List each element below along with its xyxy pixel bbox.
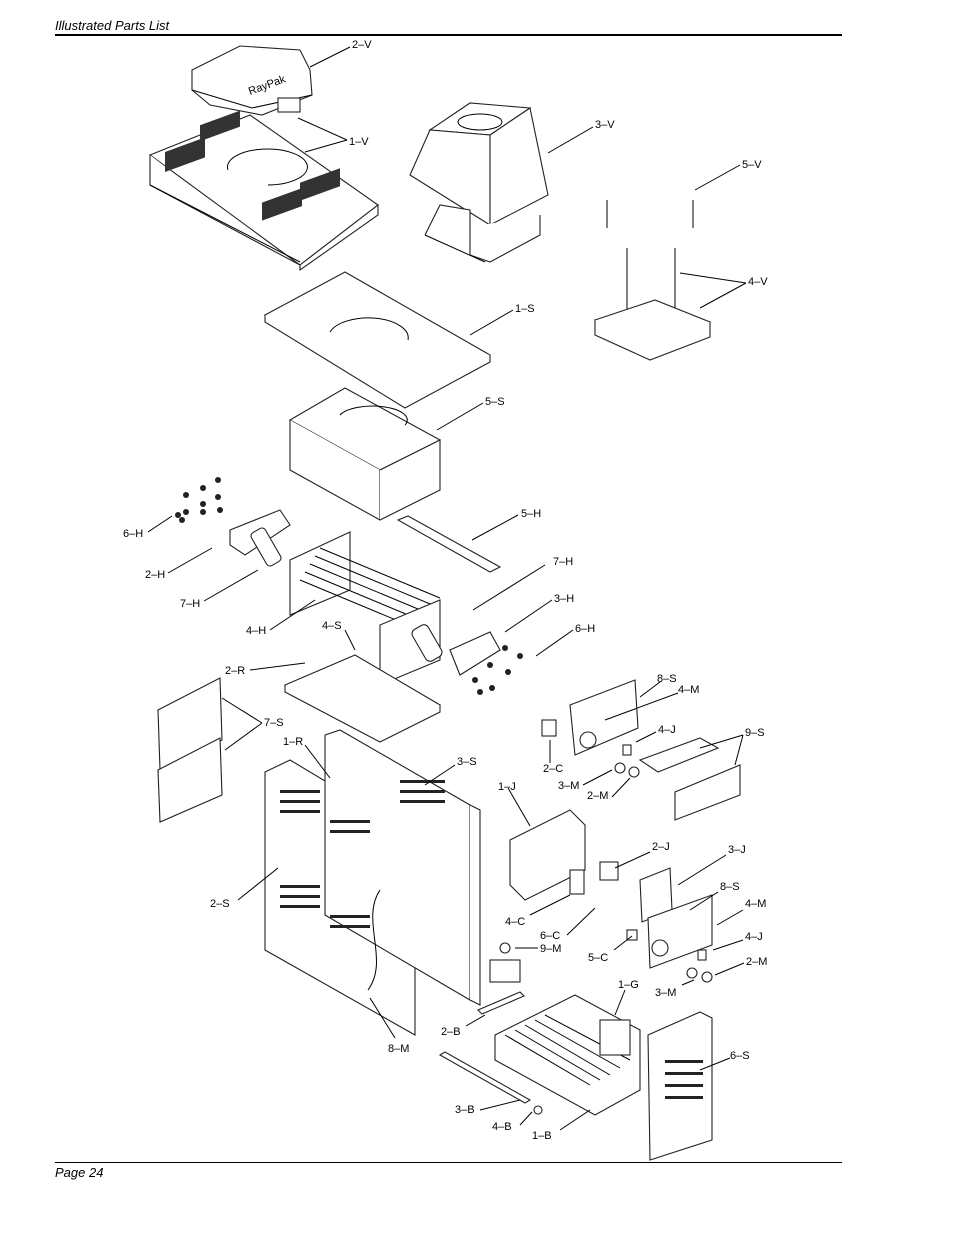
callout-6h-left: 6–H [123, 528, 143, 540]
callout-2m-upper: 2–M [587, 790, 608, 802]
callout-5h: 5–H [521, 508, 541, 520]
header-gaskets-nuts-right [449, 631, 523, 695]
header-title: Illustrated Parts List [55, 18, 170, 33]
burner-tray-part [438, 991, 641, 1116]
header-gaskets-nuts-left [175, 477, 291, 567]
callout-6c: 6–C [540, 930, 560, 942]
callout-6s: 6–S [730, 1050, 750, 1062]
callout-5v: 5–V [742, 159, 762, 171]
callout-4s: 4–S [322, 620, 342, 632]
control-box-part [489, 809, 713, 983]
callout-7h-left: 7–H [180, 598, 200, 610]
callout-2h: 2–H [145, 569, 165, 581]
draft-hood-part [409, 102, 549, 263]
callout-7h-right: 7–H [553, 556, 573, 568]
side-vent-panels-part [157, 677, 223, 823]
callout-4j-upper: 4–J [658, 724, 676, 736]
callout-2c: 2–C [543, 763, 563, 775]
callout-3m-lower: 3–M [655, 987, 676, 999]
callout-4h: 4–H [246, 625, 266, 637]
callout-8m: 8–M [388, 1043, 409, 1055]
callout-4m-lower: 4–M [745, 898, 766, 910]
jacket-top-part [148, 110, 379, 272]
flue-collector-part [288, 387, 442, 521]
callout-1v: 1–V [349, 136, 369, 148]
callout-6h-right: 6–H [575, 623, 595, 635]
callout-4j-lower: 4–J [745, 931, 763, 943]
callout-1g: 1–G [618, 979, 639, 991]
control-panel-assembly-upper [541, 679, 741, 821]
callout-1s: 1–S [515, 303, 535, 315]
jacket-sides-part [264, 729, 481, 1036]
callout-7s: 7–S [264, 717, 284, 729]
callout-3v: 3–V [595, 119, 615, 131]
callout-4m-upper: 4–M [678, 684, 699, 696]
callout-8s-upper: 8–S [657, 673, 677, 685]
callout-1r: 1–R [283, 736, 303, 748]
callout-9s: 9–S [745, 727, 765, 739]
footer-rule [55, 1162, 842, 1163]
callout-2m-lower: 2–M [746, 956, 767, 968]
leader-lines [147, 46, 747, 1131]
callout-8s-lower: 8–S [720, 881, 740, 893]
callout-3m-upper: 3–M [558, 780, 579, 792]
callout-2v: 2–V [352, 39, 372, 51]
callout-2b: 2–B [441, 1026, 461, 1038]
callout-2s: 2–S [210, 898, 230, 910]
header-rule [55, 34, 842, 36]
top-cover-part: RayPak [191, 45, 313, 116]
baffle-part [396, 515, 502, 573]
callout-5c: 5–C [588, 952, 608, 964]
callout-5s: 5–S [485, 396, 505, 408]
callout-4v: 4–V [748, 276, 768, 288]
page-number: Page 24 [55, 1165, 104, 1180]
callout-labels: 2–V 1–V 3–V 5–V 4–V 1–S 5–S 6–H 5–H 2–H … [123, 39, 768, 1142]
callout-1b: 1–B [532, 1130, 552, 1142]
front-panel-part [647, 1011, 713, 1161]
callout-3s: 3–S [457, 756, 477, 768]
base-tray-part [283, 654, 442, 743]
callout-4b: 4–B [492, 1121, 512, 1133]
callout-9m: 9–M [540, 943, 561, 955]
heat-exchanger-part [289, 531, 443, 686]
callout-2j: 2–J [652, 841, 670, 853]
callout-2r: 2–R [225, 665, 245, 677]
callout-3h: 3–H [554, 593, 574, 605]
top-panel-part [263, 271, 492, 409]
vent-pipe-part [593, 200, 712, 361]
callout-1j: 1–J [498, 781, 516, 793]
callout-3j: 3–J [728, 844, 746, 856]
callout-3b: 3–B [455, 1104, 475, 1116]
callout-4c: 4–C [505, 916, 525, 928]
